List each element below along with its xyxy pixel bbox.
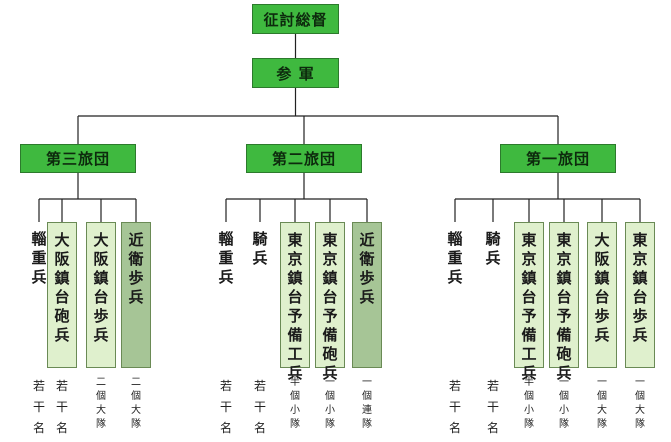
unit-size-label: 半個小隊 [524,377,534,430]
unit-box: 近衛歩兵 [121,222,151,368]
brigade-box: 第三旅団 [20,144,136,173]
unit-box: 東京鎮台予備工兵 [514,222,544,382]
unit-size-label: 若干名 [253,379,266,435]
staff-box: 参 軍 [252,58,339,88]
unit-box: 東京鎮台予備工兵 [280,222,310,382]
unit-box: 輜重兵 [447,230,463,286]
unit-size-label: 一個大隊 [597,377,607,430]
unit-box: 大阪鎮台砲兵 [47,222,77,368]
unit-box: 輜重兵 [31,230,47,286]
unit-box: 騎兵 [252,230,268,267]
unit-box: 近衛歩兵 [352,222,382,368]
unit-size-label: 一個大隊 [635,377,645,430]
unit-size-label: 一個小隊 [559,377,569,430]
brigade-box: 第二旅団 [246,144,362,173]
unit-box: 輜重兵 [218,230,234,286]
commander-box: 征討総督 [252,4,339,34]
unit-size-label: 一個連隊 [362,377,372,430]
unit-size-label: 二個大隊 [131,377,141,430]
unit-size-label: 若干名 [55,379,68,435]
unit-size-label: 二個大隊 [96,377,106,430]
unit-size-label: 若干名 [486,379,499,435]
unit-box: 東京鎮台予備砲兵 [315,222,345,382]
unit-size-label: 若干名 [32,379,45,435]
brigade-box: 第一旅団 [500,144,616,173]
unit-box: 東京鎮台歩兵 [625,222,655,368]
unit-box: 東京鎮台予備砲兵 [549,222,579,382]
unit-size-label: 若干名 [219,379,232,435]
unit-size-label: 半個小隊 [290,377,300,430]
unit-box: 大阪鎮台歩兵 [587,222,617,368]
unit-size-label: 若干名 [448,379,461,435]
unit-size-label: 一個小隊 [325,377,335,430]
unit-box: 騎兵 [485,230,501,267]
unit-box: 大阪鎮台歩兵 [86,222,116,368]
